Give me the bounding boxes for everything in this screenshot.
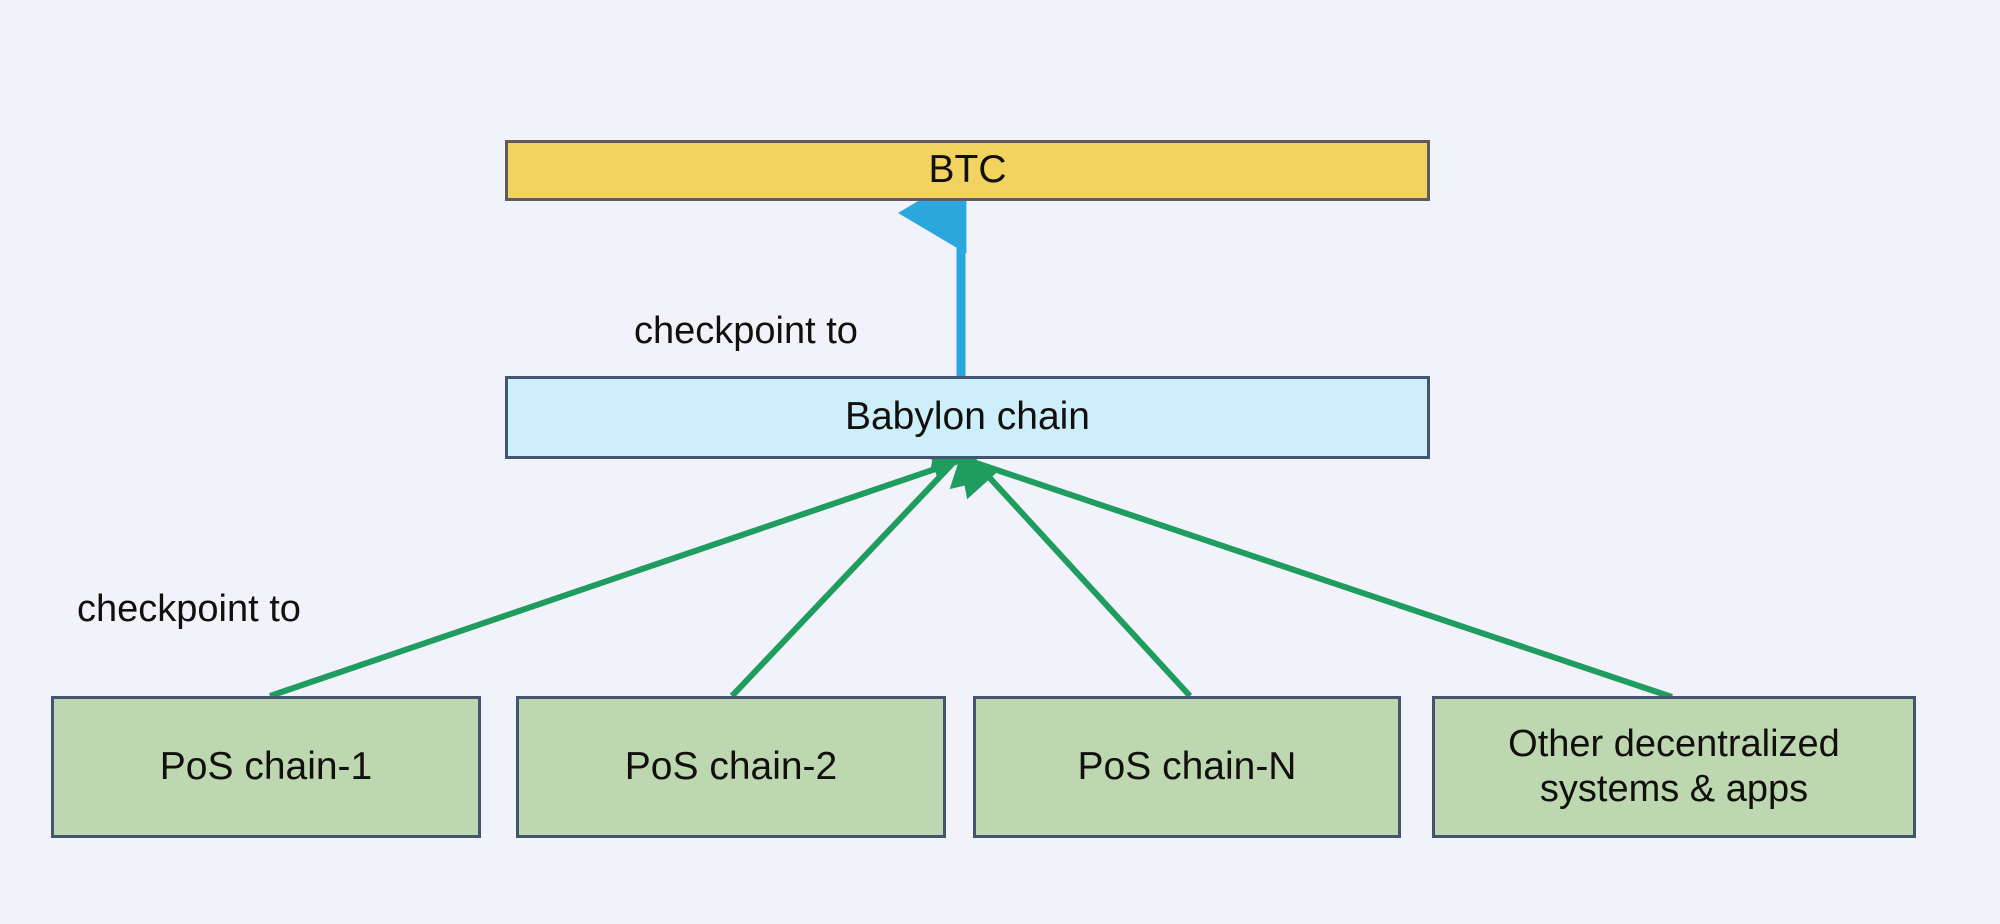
node-pos-chain-n-label: PoS chain-N <box>1077 744 1297 788</box>
node-pos-chain-n[interactable]: PoS chain-N <box>973 696 1401 838</box>
node-btc[interactable]: BTC <box>505 140 1430 201</box>
node-btc-label: BTC <box>928 148 1007 192</box>
node-pos-chain-2[interactable]: PoS chain-2 <box>516 696 946 838</box>
node-pos-chain-2-label: PoS chain-2 <box>624 744 838 788</box>
edge-pos-chain-n-to-babylon <box>949 445 1193 699</box>
node-pos-chain-1[interactable]: PoS chain-1 <box>51 696 481 838</box>
edge-label-babylon-to-btc: checkpoint to <box>634 310 858 352</box>
edge-other-systems-to-babylon <box>958 453 1673 700</box>
node-pos-chain-1-label: PoS chain-1 <box>159 744 373 788</box>
node-other-decentralized-systems[interactable]: Other decentralized systems & apps <box>1432 696 1916 838</box>
node-other-decentralized-systems-label: Other decentralized systems & apps <box>1508 723 1840 810</box>
edge-pos-chain-1-to-babylon <box>269 428 973 699</box>
node-babylon-chain-label: Babylon chain <box>844 395 1090 439</box>
node-babylon-chain[interactable]: Babylon chain <box>505 376 1430 459</box>
edge-label-pos-to-babylon: checkpoint to <box>77 588 301 630</box>
edge-pos-chain-2-to-babylon <box>729 438 970 699</box>
